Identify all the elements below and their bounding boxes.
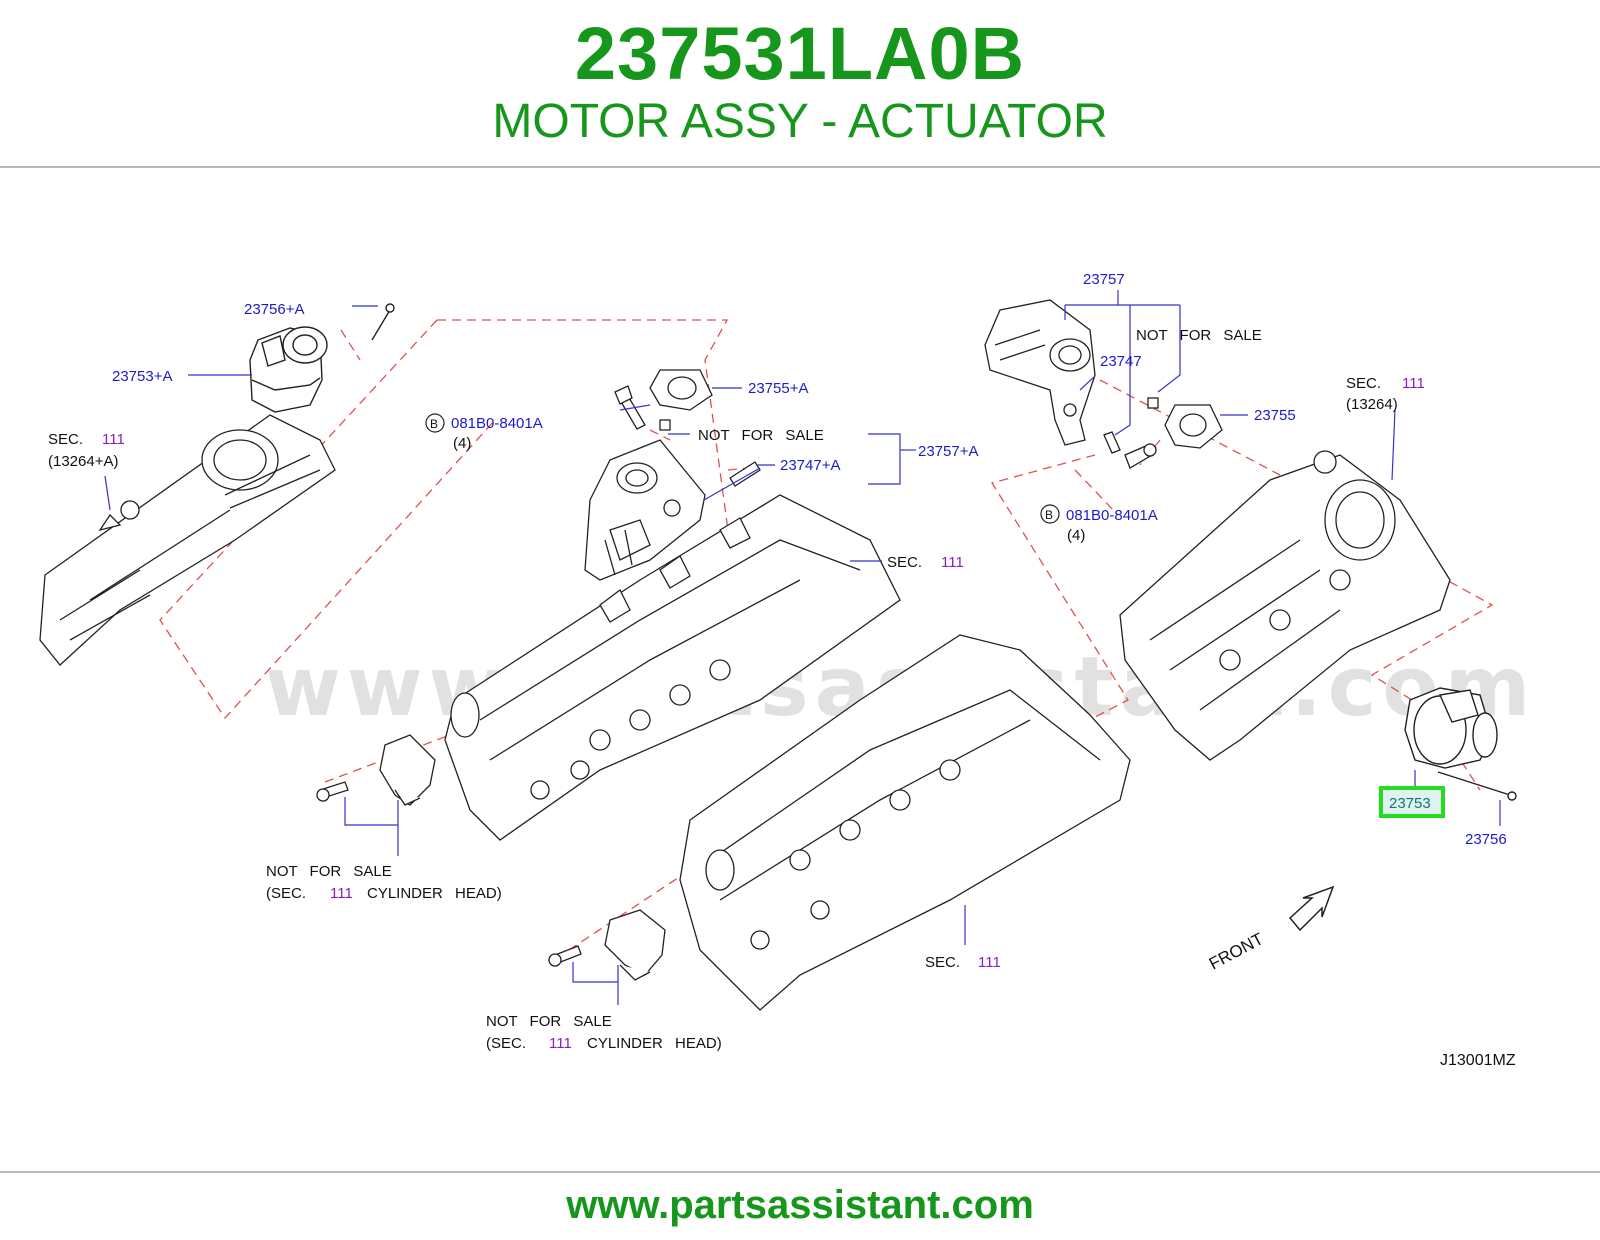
b-circle-icon-right	[1040, 504, 1060, 524]
bolts-center	[614, 385, 761, 487]
sensor-lower	[548, 909, 666, 981]
label-13264A: (13264+A)	[48, 453, 118, 470]
bolts-right	[1103, 397, 1159, 469]
highlight-box-23753[interactable]	[1379, 786, 1445, 818]
bolt-left-upper	[371, 303, 395, 341]
header-divider	[0, 166, 1600, 168]
actuator-motor-right	[1404, 687, 1498, 769]
label-bolt-center: 081B0-8401A	[451, 415, 543, 432]
label-sec-lower: SEC.	[925, 954, 960, 971]
label-sec-center: SEC.	[887, 554, 922, 571]
label-sec-open-lower: (SEC.	[486, 1035, 526, 1052]
front-label: FRONT	[1206, 929, 1267, 973]
label-sec-num-center: 111	[941, 554, 964, 571]
label-23757: 23757	[1083, 271, 1125, 288]
label-23753A: 23753+A	[112, 368, 172, 385]
label-nfs-left: NOT FOR SALE	[266, 863, 392, 880]
label-sec-num-left-2: 111	[330, 885, 353, 902]
label-23755A: 23755+A	[748, 380, 808, 397]
label-sec-num-left: 111	[102, 431, 125, 448]
part-name-subtitle: MOTOR ASSY - ACTUATOR	[492, 95, 1108, 148]
b-circle-icon-center	[425, 413, 445, 433]
diagram-code: J13001MZ	[1440, 1052, 1516, 1069]
label-sec-num-right: 111	[1402, 375, 1425, 392]
label-23747: 23747	[1100, 353, 1142, 370]
label-23747A: 23747+A	[780, 457, 840, 474]
label-sec-right: SEC.	[1346, 375, 1381, 392]
label-23753-highlighted[interactable]: 23753	[1389, 795, 1431, 812]
label-sec-num-lower: 111	[978, 954, 1001, 971]
label-23756: 23756	[1465, 831, 1507, 848]
intake-manifold-left	[39, 414, 336, 666]
label-qty-center: (4)	[453, 435, 471, 452]
cylinder-head-left	[444, 494, 901, 841]
gasket-center	[649, 369, 713, 411]
footer-url-link[interactable]: www.partsassistant.com	[566, 1183, 1034, 1227]
b-circle-letter-right: B	[1045, 508, 1053, 522]
label-sec-open-left: (SEC.	[266, 885, 306, 902]
label-cyl-head-lower: CYLINDER HEAD)	[587, 1035, 722, 1052]
throttle-body-right	[984, 299, 1096, 446]
sensor-left	[316, 734, 436, 806]
throttle-body-center	[584, 439, 706, 581]
part-number-title: 237531LA0B	[574, 12, 1026, 95]
cylinder-head-right	[679, 634, 1131, 1011]
label-qty-right: (4)	[1067, 527, 1085, 544]
leader-lines	[104, 290, 1501, 1005]
label-nfs-center: NOT FOR SALE	[698, 427, 824, 444]
label-23756A: 23756+A	[244, 301, 304, 318]
label-sec-left: SEC.	[48, 431, 83, 448]
b-circle-letter-center: B	[430, 417, 438, 431]
label-23755: 23755	[1254, 407, 1296, 424]
label-nfs-lower: NOT FOR SALE	[486, 1013, 612, 1030]
label-sec-num-lower-2: 111	[549, 1035, 572, 1052]
actuator-motor-left	[249, 326, 328, 413]
label-23757A: 23757+A	[918, 443, 978, 460]
intake-manifold-right	[1119, 450, 1451, 761]
footer-divider	[0, 1171, 1600, 1173]
page-header: 237531LA0B MOTOR ASSY - ACTUATOR	[0, 0, 1600, 168]
label-13264: (13264)	[1346, 396, 1398, 413]
label-nfs-right: NOT FOR SALE	[1136, 327, 1262, 344]
front-arrow-icon	[1288, 885, 1335, 932]
bolt-right	[1437, 771, 1517, 801]
gasket-right	[1164, 404, 1223, 449]
label-cyl-head-left: CYLINDER HEAD)	[367, 885, 502, 902]
label-bolt-right: 081B0-8401A	[1066, 507, 1158, 524]
